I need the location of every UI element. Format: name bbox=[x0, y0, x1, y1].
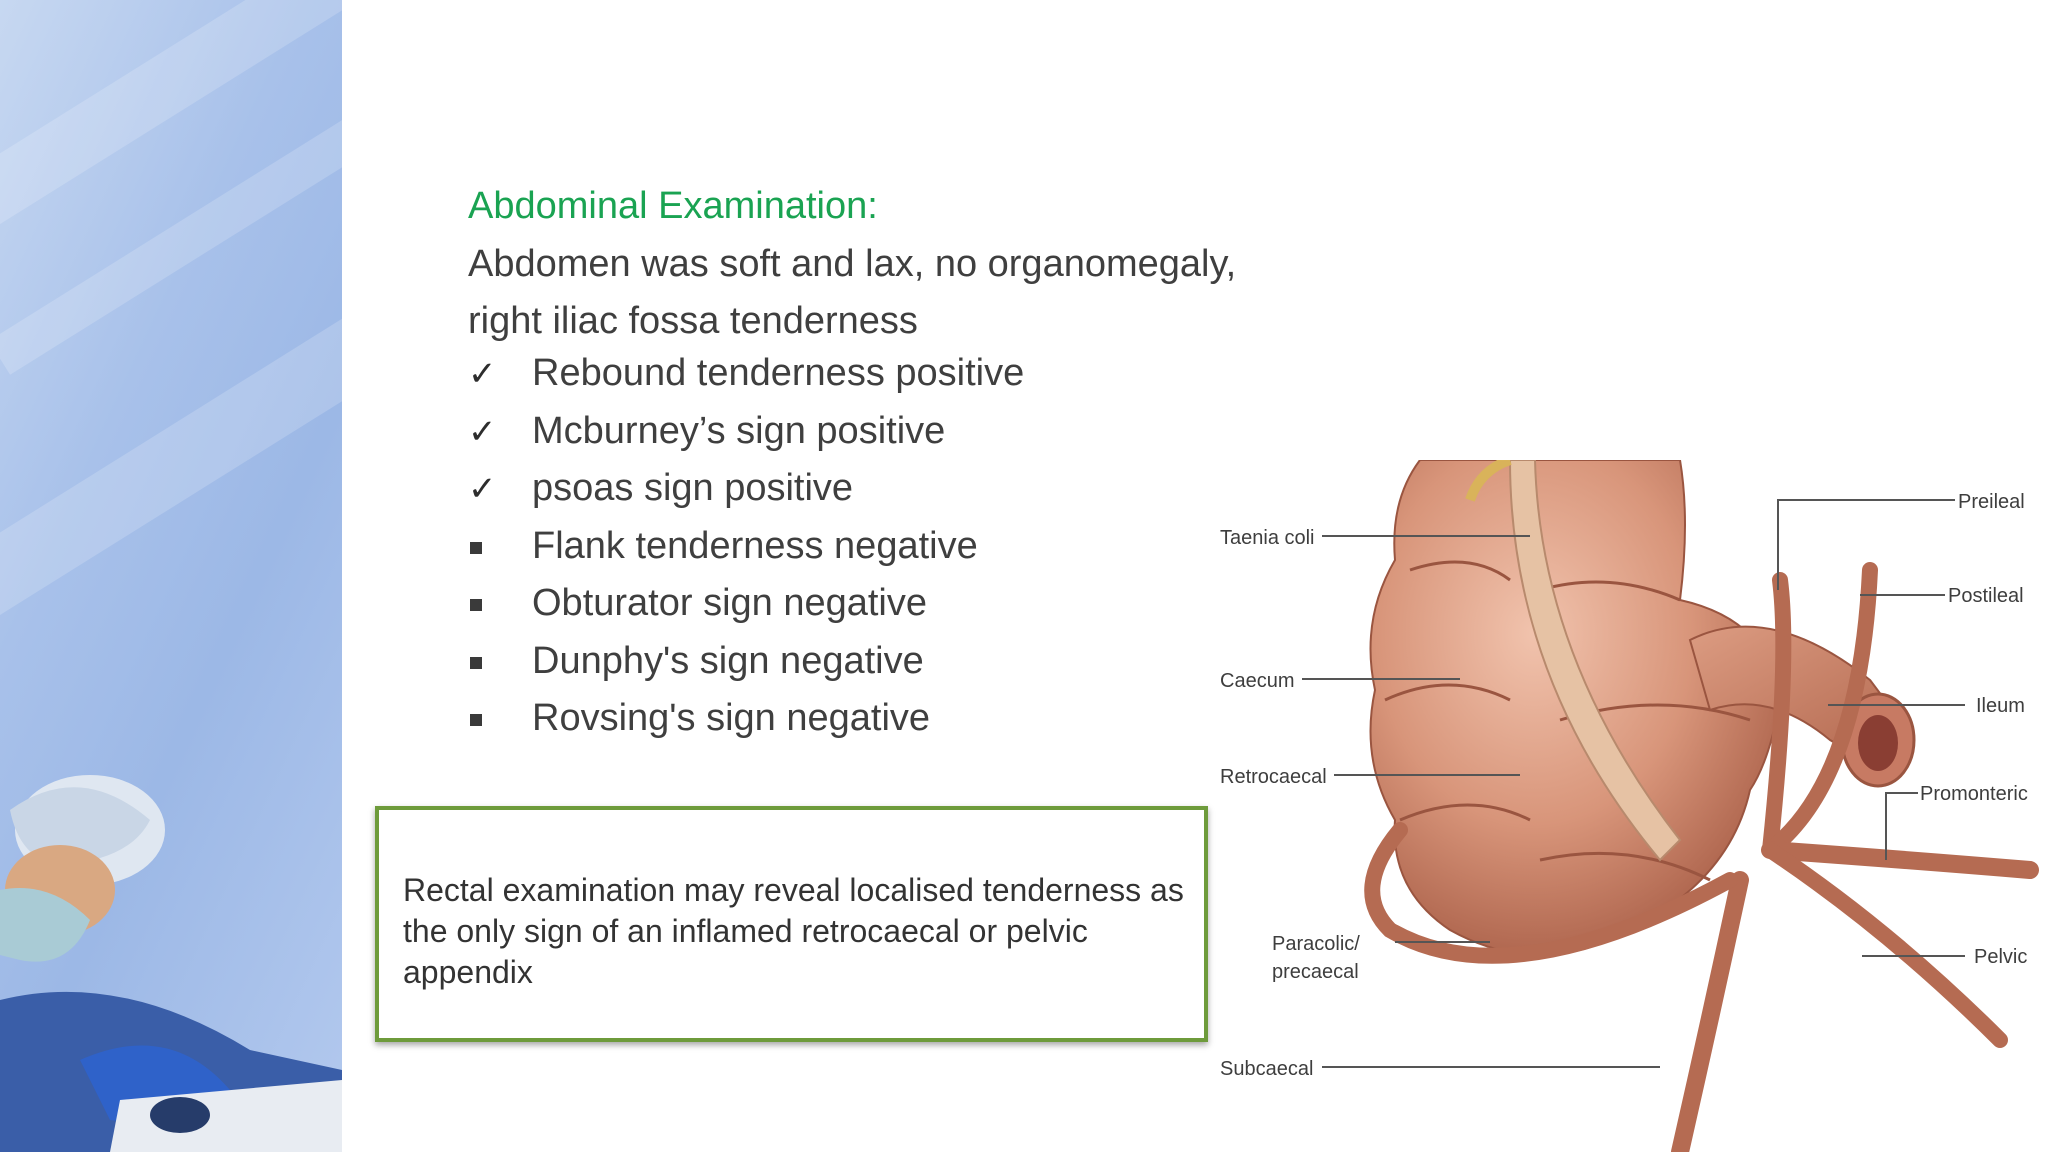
square-bullet-icon bbox=[470, 656, 482, 669]
callout-text: Rectal examination may reveal localised … bbox=[403, 872, 1184, 990]
square-bullet-icon bbox=[470, 599, 482, 611]
label-paracolic: Paracolic/ bbox=[1272, 933, 1360, 955]
label-promonteric: Promonteric bbox=[1920, 783, 2028, 805]
label-preileal: Preileal bbox=[1958, 491, 2025, 513]
square-bullet-icon bbox=[470, 541, 482, 554]
section-heading: Abdominal Examination: bbox=[468, 185, 878, 227]
check-icon: ✓ bbox=[468, 355, 497, 393]
label-precaecal: precaecal bbox=[1272, 961, 1359, 983]
check-icon: ✓ bbox=[468, 470, 497, 508]
label-ileum: Ileum bbox=[1976, 695, 2025, 717]
rectal-exam-callout: Rectal examination may reveal localised … bbox=[375, 806, 1208, 1042]
label-postileal: Postileal bbox=[1948, 585, 2024, 607]
label-retrocaecal: Retrocaecal bbox=[1220, 766, 1327, 788]
surgeon-image bbox=[0, 775, 342, 1152]
finding-line-1: Abdomen was soft and lax, no organomegal… bbox=[468, 243, 1237, 285]
square-bullet-icon bbox=[470, 714, 482, 726]
decorative-sidebar bbox=[0, 0, 342, 1152]
check-icon: ✓ bbox=[468, 412, 497, 451]
finding-line-2: right iliac fossa tenderness bbox=[468, 300, 918, 342]
label-taenia-coli: Taenia coli bbox=[1220, 527, 1315, 549]
appendix-positions-diagram: Taenia coli Caecum Retrocaecal Paracolic… bbox=[1220, 460, 2039, 1152]
label-pelvic: Pelvic bbox=[1974, 946, 2027, 968]
label-caecum: Caecum bbox=[1220, 670, 1294, 692]
label-subcaecal: Subcaecal bbox=[1220, 1058, 1313, 1080]
